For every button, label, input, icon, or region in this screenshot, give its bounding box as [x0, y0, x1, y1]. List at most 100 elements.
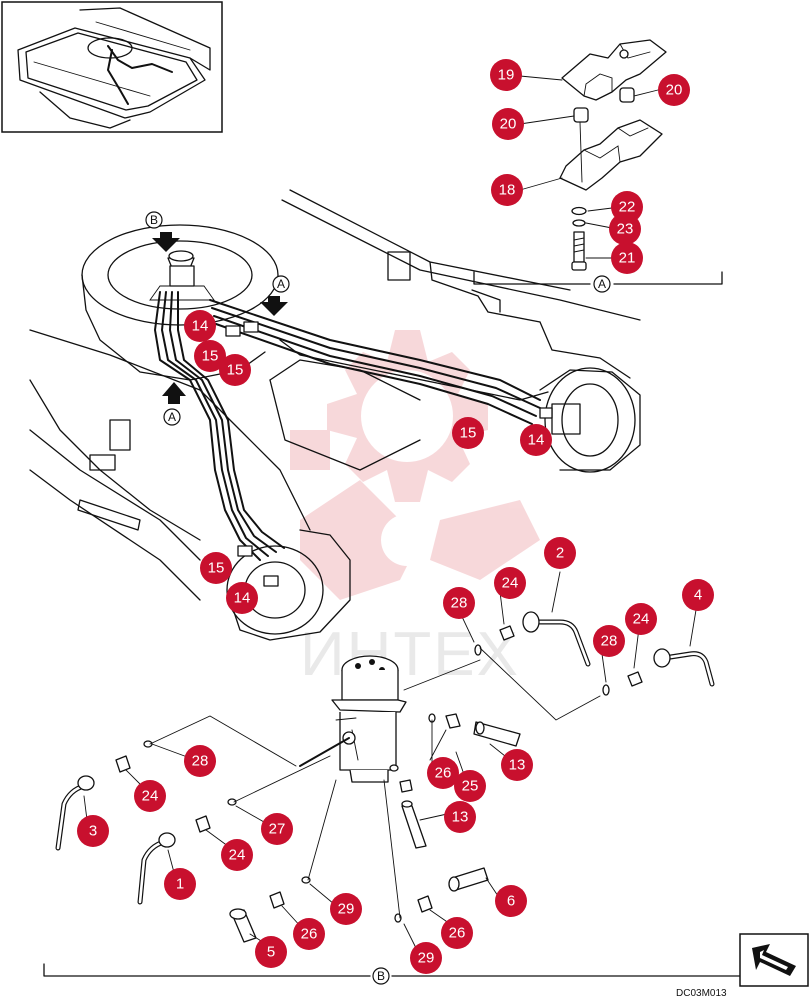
straight-fitting-13a	[473, 721, 521, 747]
upper-clamp-part	[561, 39, 667, 101]
callout-14: 14	[520, 424, 552, 456]
callout-14: 14	[226, 582, 258, 614]
svg-text:2: 2	[556, 545, 564, 562]
undercarriage-main-view	[29, 189, 641, 641]
svg-text:4: 4	[694, 587, 702, 604]
svg-text:15: 15	[227, 362, 244, 379]
callout-20: 20	[658, 74, 690, 106]
inset-thumbnail	[1, 1, 223, 133]
svg-text:15: 15	[208, 560, 225, 577]
svg-text:29: 29	[418, 950, 435, 967]
callout-18: 18	[491, 174, 523, 206]
callout-24: 24	[221, 839, 253, 871]
exploded-parts-group	[43, 571, 791, 977]
callout-5: 5	[255, 936, 287, 968]
svg-text:24: 24	[229, 847, 246, 864]
svg-text:28: 28	[601, 633, 618, 650]
svg-text:5: 5	[267, 944, 275, 961]
callout-15: 15	[219, 354, 251, 386]
svg-text:19: 19	[498, 67, 515, 84]
callout-26: 26	[441, 917, 473, 949]
svg-text:27: 27	[269, 821, 286, 838]
svg-text:3: 3	[89, 823, 97, 840]
watermark-logo: ИНТЕХ	[290, 330, 540, 689]
nipple-fittings	[115, 625, 643, 913]
callout-6: 6	[495, 885, 527, 917]
view-marker-a-detail: A	[593, 275, 611, 293]
callout-27: 27	[261, 813, 293, 845]
svg-text:14: 14	[234, 590, 251, 607]
svg-text:13: 13	[509, 757, 526, 774]
callout-23: 23	[609, 213, 641, 245]
svg-text:24: 24	[633, 611, 650, 628]
svg-text:20: 20	[666, 82, 683, 99]
svg-text:29: 29	[338, 901, 355, 918]
svg-text:22: 22	[619, 199, 636, 216]
callout-13: 13	[444, 801, 476, 833]
svg-text:18: 18	[499, 182, 516, 199]
view-marker-b-top: B	[145, 211, 163, 229]
svg-text:B: B	[377, 969, 385, 983]
callout-21: 21	[611, 242, 643, 274]
swivel-joint-part	[299, 655, 407, 783]
callout-24: 24	[494, 567, 526, 599]
svg-text:26: 26	[449, 925, 466, 942]
callout-28: 28	[184, 745, 216, 777]
view-marker-a-right: A	[272, 275, 290, 293]
svg-text:21: 21	[619, 250, 636, 267]
callout-14: 14	[184, 310, 216, 342]
hose-elbow-1	[137, 832, 176, 905]
callout-20: 20	[492, 108, 524, 140]
callout-29: 29	[330, 893, 362, 925]
callout-26: 26	[427, 757, 459, 789]
callout-4: 4	[682, 579, 714, 611]
svg-text:24: 24	[142, 788, 159, 805]
lower-clamp-part	[559, 119, 663, 191]
callout-15: 15	[452, 417, 484, 449]
hose-elbow-3	[55, 775, 95, 851]
callout-28: 28	[593, 625, 625, 657]
straight-fitting-13b	[401, 800, 427, 849]
reference-code: DC03M013	[676, 988, 727, 999]
callout-2: 2	[544, 537, 576, 569]
svg-text:A: A	[277, 277, 285, 291]
callout-29: 29	[410, 942, 442, 974]
callout-15: 15	[194, 340, 226, 372]
view-marker-a-left: A	[163, 408, 181, 426]
svg-text:26: 26	[301, 926, 318, 943]
svg-text:26: 26	[435, 765, 452, 782]
svg-text:14: 14	[528, 432, 545, 449]
svg-text:14: 14	[192, 318, 209, 335]
svg-text:A: A	[168, 410, 176, 424]
turn-arrow-icon[interactable]	[739, 933, 809, 987]
bolt-part	[573, 231, 585, 263]
washer-part	[571, 206, 587, 216]
spacer-part	[573, 107, 589, 123]
callout-26: 26	[293, 918, 325, 950]
callout-13: 13	[501, 749, 533, 781]
svg-text:6: 6	[507, 893, 515, 910]
callout-3: 3	[77, 815, 109, 847]
callout-28: 28	[443, 587, 475, 619]
hose-elbow-4	[653, 648, 715, 687]
watermark-gear-icon	[290, 330, 540, 600]
callout-19: 19	[490, 59, 522, 91]
callout-1: 1	[164, 868, 196, 900]
watermark-text: ИНТЕХ	[300, 620, 520, 689]
svg-text:25: 25	[462, 778, 479, 795]
detail-a-group	[473, 39, 723, 285]
callout-24: 24	[625, 603, 657, 635]
callout-25: 25	[454, 770, 486, 802]
undercarriage-overview-icon	[17, 7, 211, 129]
svg-text:28: 28	[192, 753, 209, 770]
callout-24: 24	[134, 780, 166, 812]
svg-text:A: A	[598, 277, 606, 291]
svg-text:13: 13	[452, 809, 469, 826]
callout-15: 15	[200, 552, 232, 584]
svg-text:24: 24	[502, 575, 519, 592]
svg-text:B: B	[150, 213, 158, 227]
direction-arrow-icon	[152, 232, 288, 404]
svg-text:20: 20	[500, 116, 517, 133]
svg-text:15: 15	[202, 348, 219, 365]
